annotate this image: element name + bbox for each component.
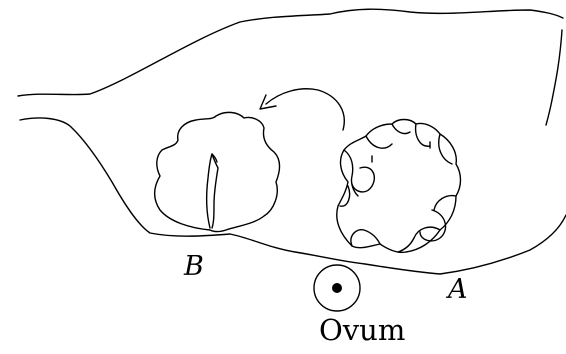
ovary-outline <box>18 9 563 96</box>
arrow-curve <box>266 89 344 130</box>
ovum-nucleus <box>332 283 342 293</box>
corpus-luteum-b-cleft <box>207 154 218 228</box>
label-ovum: Ovum <box>319 316 405 345</box>
ovary-right-edge <box>546 30 562 125</box>
ovary-lower-outline <box>20 118 566 274</box>
label-b: B <box>184 253 204 280</box>
label-a: A <box>448 276 468 303</box>
follicle-a-inner-lobes <box>352 167 446 241</box>
